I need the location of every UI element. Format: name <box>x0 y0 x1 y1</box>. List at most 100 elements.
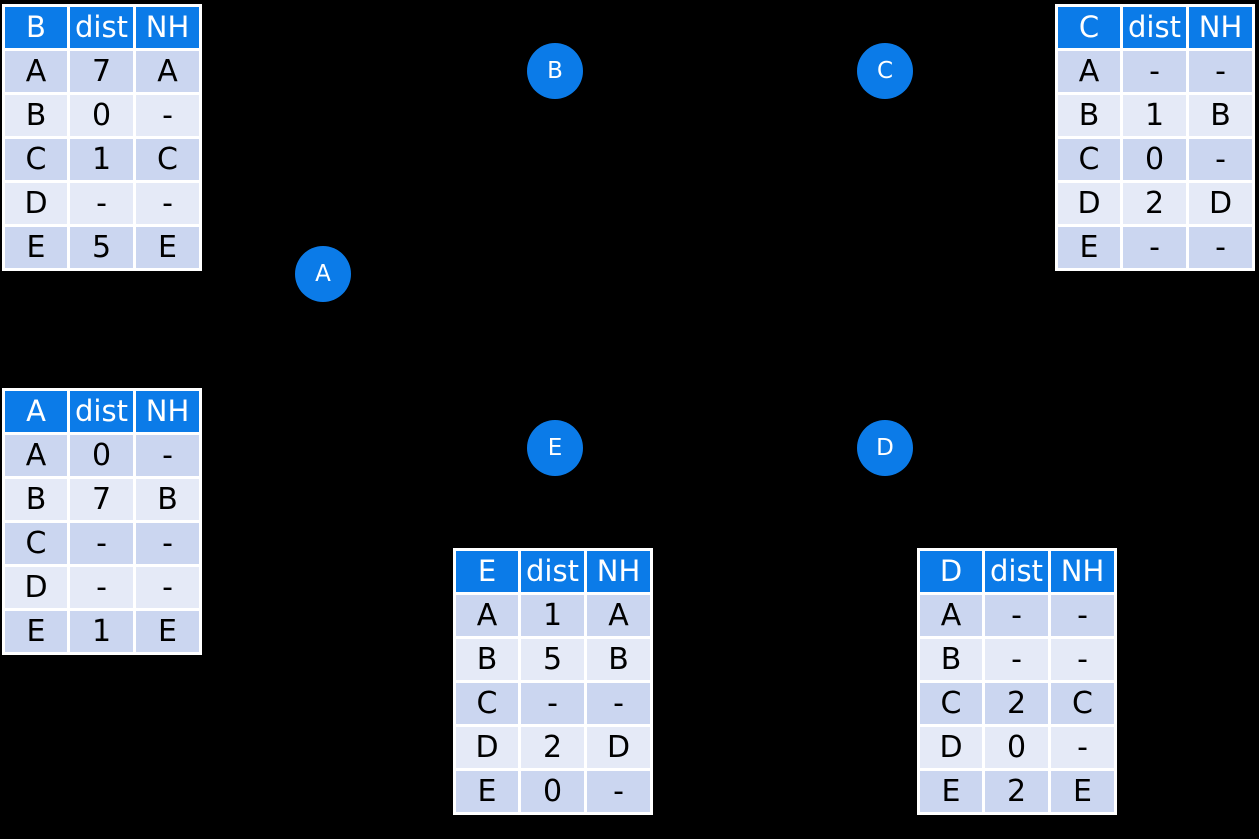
header-dist: dist <box>1123 7 1186 48</box>
cell-nh: - <box>136 183 199 224</box>
cell-nh: E <box>1051 771 1114 812</box>
cell-nh: - <box>136 95 199 136</box>
cell-nh: B <box>136 479 199 520</box>
table-row: A - - <box>920 595 1114 636</box>
cell-node: B <box>920 639 982 680</box>
cell-nh: - <box>136 523 199 564</box>
table-row: A 1 A <box>456 595 650 636</box>
cell-node: A <box>5 435 67 476</box>
cell-dist: 2 <box>985 683 1048 724</box>
cell-node: E <box>5 611 67 652</box>
cell-nh: - <box>136 567 199 608</box>
cell-node: A <box>1058 51 1120 92</box>
cell-dist: 2 <box>521 727 584 768</box>
graph-node-a[interactable]: A <box>295 246 351 302</box>
cell-dist: - <box>70 183 133 224</box>
table-row: B - - <box>920 639 1114 680</box>
cell-dist: 0 <box>1123 139 1186 180</box>
cell-dist: - <box>1123 51 1186 92</box>
cell-node: E <box>456 771 518 812</box>
cell-node: C <box>456 683 518 724</box>
cell-node: B <box>1058 95 1120 136</box>
table-header-row: E dist NH <box>456 551 650 592</box>
cell-dist: - <box>70 523 133 564</box>
cell-dist: - <box>985 595 1048 636</box>
cell-nh: - <box>587 771 650 812</box>
cell-node: D <box>456 727 518 768</box>
cell-nh: A <box>587 595 650 636</box>
routing-table-c: C dist NH A - - B 1 B C 0 - D 2 D E - - <box>1055 4 1255 271</box>
routing-table-a: A dist NH A 0 - B 7 B C - - D - - E 1 E <box>2 388 202 655</box>
cell-node: A <box>920 595 982 636</box>
cell-nh: E <box>136 611 199 652</box>
table-row: E 0 - <box>456 771 650 812</box>
header-nh: NH <box>136 7 199 48</box>
cell-dist: - <box>985 639 1048 680</box>
cell-node: B <box>5 95 67 136</box>
graph-node-d[interactable]: D <box>857 420 913 476</box>
cell-node: E <box>1058 227 1120 268</box>
graph-node-b[interactable]: B <box>527 43 583 99</box>
cell-dist: 1 <box>70 139 133 180</box>
cell-node: D <box>5 183 67 224</box>
cell-dist: 1 <box>521 595 584 636</box>
table-row: D 2 D <box>456 727 650 768</box>
header-node: B <box>5 7 67 48</box>
table-header-row: C dist NH <box>1058 7 1252 48</box>
cell-node: C <box>5 523 67 564</box>
cell-node: D <box>5 567 67 608</box>
cell-dist: 1 <box>1123 95 1186 136</box>
cell-dist: 0 <box>70 95 133 136</box>
cell-nh: E <box>136 227 199 268</box>
routing-table-b: B dist NH A 7 A B 0 - C 1 C D - - E 5 E <box>2 4 202 271</box>
cell-dist: 0 <box>70 435 133 476</box>
cell-dist: - <box>521 683 584 724</box>
cell-nh: - <box>1051 595 1114 636</box>
cell-dist: - <box>1123 227 1186 268</box>
routing-table-e: E dist NH A 1 A B 5 B C - - D 2 D E 0 - <box>453 548 653 815</box>
table-row: E 5 E <box>5 227 199 268</box>
table-header-row: D dist NH <box>920 551 1114 592</box>
cell-node: E <box>5 227 67 268</box>
table-row: E 2 E <box>920 771 1114 812</box>
graph-node-e[interactable]: E <box>527 420 583 476</box>
cell-node: C <box>920 683 982 724</box>
cell-nh: A <box>136 51 199 92</box>
header-node: C <box>1058 7 1120 48</box>
header-dist: dist <box>985 551 1048 592</box>
cell-nh: - <box>587 683 650 724</box>
cell-dist: 2 <box>985 771 1048 812</box>
cell-node: B <box>456 639 518 680</box>
cell-dist: 5 <box>70 227 133 268</box>
table-row: A - - <box>1058 51 1252 92</box>
cell-node: C <box>1058 139 1120 180</box>
cell-node: E <box>920 771 982 812</box>
cell-node: B <box>5 479 67 520</box>
table-row: C 0 - <box>1058 139 1252 180</box>
graph-node-c[interactable]: C <box>857 43 913 99</box>
cell-nh: B <box>587 639 650 680</box>
table-row: A 0 - <box>5 435 199 476</box>
header-nh: NH <box>587 551 650 592</box>
cell-node: A <box>456 595 518 636</box>
cell-dist: 5 <box>521 639 584 680</box>
table-row: E 1 E <box>5 611 199 652</box>
cell-dist: - <box>70 567 133 608</box>
header-dist: dist <box>70 391 133 432</box>
routing-table-d: D dist NH A - - B - - C 2 C D 0 - E 2 E <box>917 548 1117 815</box>
table-row: E - - <box>1058 227 1252 268</box>
header-nh: NH <box>136 391 199 432</box>
cell-nh: C <box>136 139 199 180</box>
cell-nh: - <box>1051 639 1114 680</box>
table-header-row: A dist NH <box>5 391 199 432</box>
table-row: B 0 - <box>5 95 199 136</box>
cell-nh: - <box>1051 727 1114 768</box>
table-row: B 7 B <box>5 479 199 520</box>
cell-dist: 7 <box>70 51 133 92</box>
cell-nh: D <box>587 727 650 768</box>
table-row: B 1 B <box>1058 95 1252 136</box>
table-row: C 2 C <box>920 683 1114 724</box>
header-nh: NH <box>1051 551 1114 592</box>
table-row: C - - <box>5 523 199 564</box>
cell-dist: 2 <box>1123 183 1186 224</box>
